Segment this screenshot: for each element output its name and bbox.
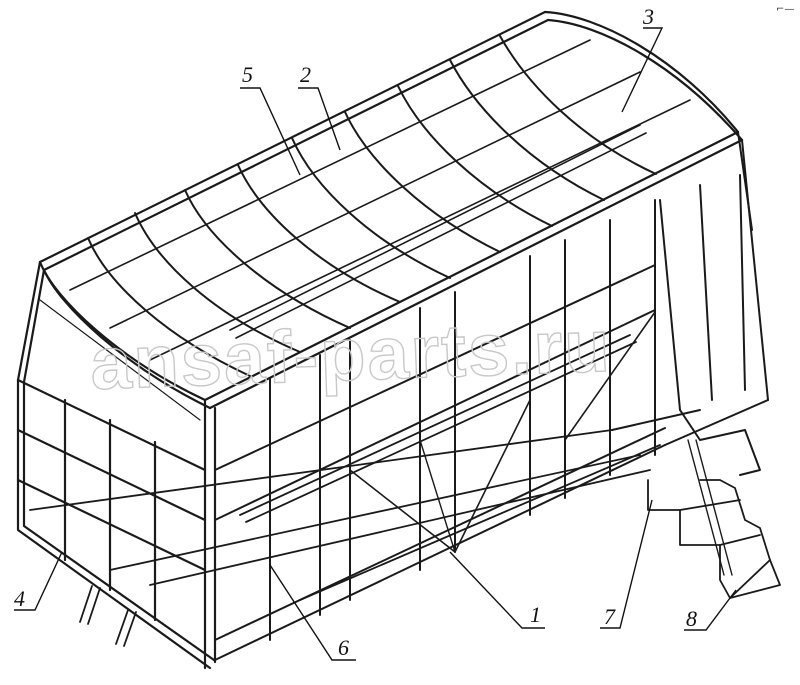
roof-stringers <box>69 39 691 361</box>
lifting-lugs <box>79 585 137 647</box>
callout-label-7: 7 <box>604 604 616 629</box>
callout-label-6: 6 <box>338 635 349 660</box>
callout-label-8: 8 <box>686 606 697 631</box>
roof-hatches <box>258 110 540 246</box>
callout-4: 4 <box>14 551 63 611</box>
corner-mark: ⌐— <box>776 4 795 15</box>
callout-2: 2 <box>298 62 341 151</box>
leader-line-1 <box>449 551 545 629</box>
leader-line-5 <box>240 87 301 176</box>
rear-section <box>611 131 769 476</box>
door-steps <box>647 439 781 599</box>
callout-label-3: 3 <box>642 4 654 29</box>
callout-label-4: 4 <box>14 586 25 611</box>
roof-edges <box>38 10 744 410</box>
callout-1: 1 <box>449 551 545 629</box>
side-wall <box>214 199 666 661</box>
callout-8: 8 <box>684 589 737 631</box>
callout-label-1: 1 <box>530 602 541 627</box>
callout-label-2: 2 <box>300 62 311 87</box>
leader-line-6 <box>269 564 356 661</box>
callout-3: 3 <box>621 4 664 113</box>
callout-label-5: 5 <box>242 62 253 87</box>
callout-7: 7 <box>600 499 653 629</box>
leader-line-8 <box>684 589 737 631</box>
leader-line-2 <box>298 87 341 151</box>
svg-text:ansaf-parts.ru: ansaf-parts.ru <box>89 304 613 405</box>
leader-line-4 <box>14 551 63 611</box>
callouts: 1 2 3 4 5 6 7 8 <box>14 4 737 661</box>
bus-frame-drawing <box>16 10 781 670</box>
watermark: ansaf-parts.ru <box>88 303 613 406</box>
front-face <box>16 260 217 670</box>
callout-5: 5 <box>240 62 301 176</box>
leader-line-3 <box>621 27 664 113</box>
floor-base <box>29 334 661 601</box>
callout-6: 6 <box>269 564 356 661</box>
leader-line-7 <box>600 499 653 629</box>
